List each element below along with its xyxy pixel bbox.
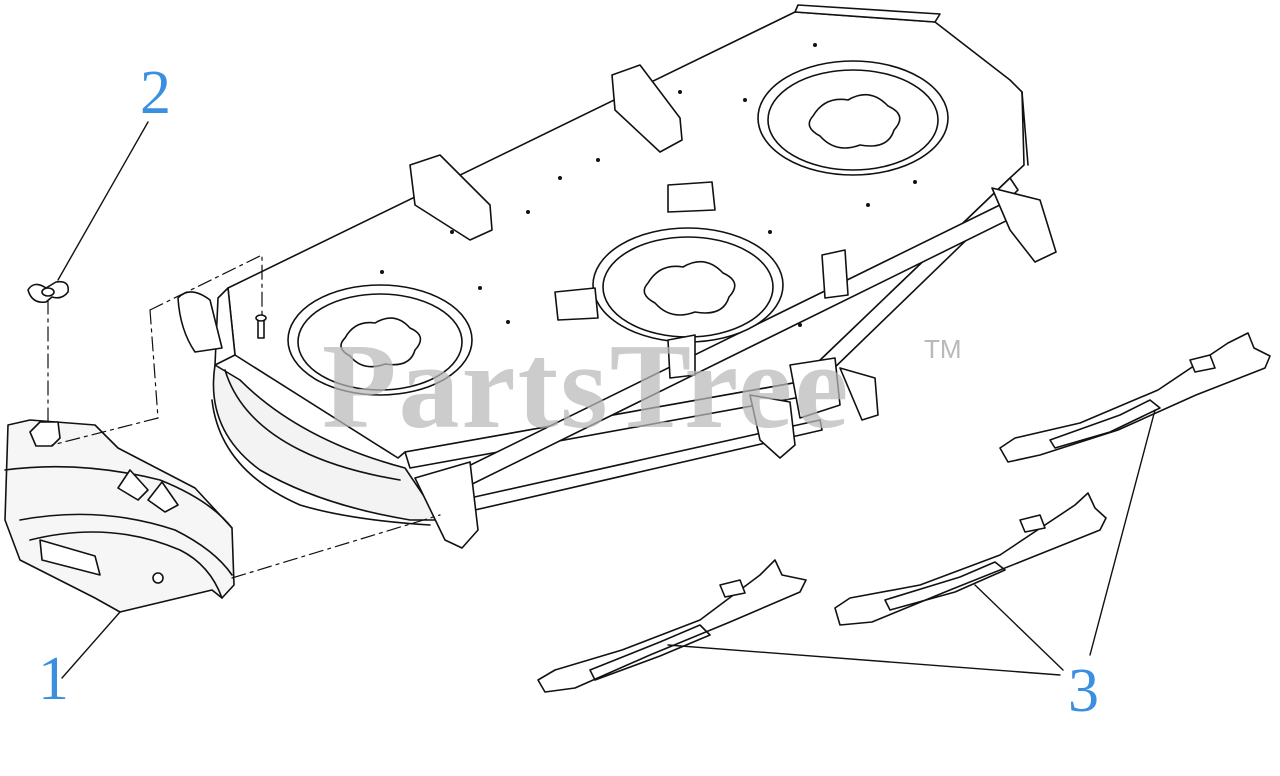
deck-left-skirt xyxy=(212,364,441,521)
callout-2: 2 xyxy=(140,59,171,127)
deck-bracket-1 xyxy=(409,154,493,241)
leader-line-3a xyxy=(667,644,1061,676)
mower-blade-3 xyxy=(537,559,807,693)
callout-3: 3 xyxy=(1068,657,1099,725)
deck-back-edge xyxy=(794,4,941,23)
mower-blade-2 xyxy=(834,492,1107,626)
deck-bracket-5 xyxy=(821,249,849,299)
assembly-lines xyxy=(47,254,441,579)
leader-line-3b xyxy=(974,584,1064,671)
spindle-housing-right xyxy=(757,60,949,176)
spindle-housing-center xyxy=(592,227,784,343)
callout-1: 1 xyxy=(38,645,69,713)
mower-blade-1 xyxy=(999,332,1271,463)
discharge-chute-cover xyxy=(4,419,235,613)
deck-skirt-inner xyxy=(224,369,401,481)
deck-hitch-right-arm xyxy=(839,367,879,421)
deck-hitch-left xyxy=(177,291,223,353)
deck-hitch-mid xyxy=(789,357,841,419)
deck-hitch-rear xyxy=(991,187,1057,263)
leader-line-1 xyxy=(61,611,121,679)
deck-bracket-6 xyxy=(667,334,696,379)
leader-line-3c xyxy=(1089,409,1156,656)
deck-bracket-4 xyxy=(554,287,599,321)
mower-deck xyxy=(177,4,1057,549)
deck-bracket-2 xyxy=(611,64,683,153)
deck-skirt-lower xyxy=(211,399,431,526)
deck-bracket-3 xyxy=(667,181,716,213)
deck-right-end-line xyxy=(1021,91,1029,166)
leader-line-2 xyxy=(57,121,149,281)
watermark-logo: PartsTree xyxy=(322,319,851,454)
deck-mounting-holes xyxy=(380,43,917,327)
leader-lines xyxy=(57,121,1156,679)
spindle-housing-left xyxy=(287,284,473,396)
deck-hitch-center xyxy=(749,394,796,459)
deck-hitch-front xyxy=(414,461,479,549)
wing-knob-part xyxy=(27,280,267,339)
watermark-trademark: TM xyxy=(924,334,962,364)
